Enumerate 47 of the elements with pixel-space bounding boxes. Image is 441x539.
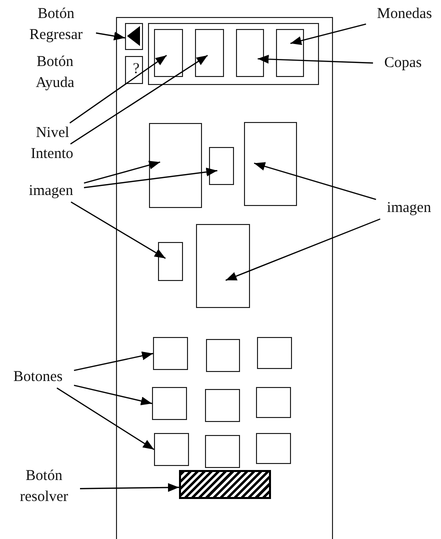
callout-label: Monedas [368, 4, 441, 26]
callout-label: Botones [4, 367, 72, 388]
option-button [256, 432, 290, 464]
leader-arrow [84, 168, 218, 188]
leader-arrow [70, 201, 166, 259]
callout-label: Intento [20, 144, 84, 165]
leader-arrow [56, 388, 154, 450]
callout-label: Nivel [25, 123, 80, 144]
back-button [124, 22, 142, 50]
leader-arrow [254, 162, 376, 200]
solve-button [178, 470, 270, 498]
leader-arrow [74, 384, 152, 406]
option-button [152, 386, 186, 420]
image-placeholder [158, 242, 182, 280]
option-button [256, 336, 292, 368]
leader-arrow [70, 54, 208, 144]
leader-arrow [258, 54, 374, 64]
leader-arrow [290, 24, 366, 45]
leader-arrow [84, 160, 160, 184]
image-placeholder [148, 122, 202, 208]
image-placeholder [208, 146, 234, 184]
image-placeholder [196, 224, 250, 308]
image-placeholder [244, 122, 296, 206]
status-box [236, 29, 264, 77]
leader-arrow [80, 483, 179, 492]
option-button [152, 336, 188, 370]
status-box [195, 29, 224, 77]
status-box [154, 29, 183, 77]
button-label: Botón resolver [10, 466, 78, 512]
leader-arrow [74, 352, 154, 371]
button-label: Botón Ayuda [34, 53, 76, 93]
option-button [204, 434, 240, 468]
callout-label: imagen [20, 181, 82, 202]
phone-screen-frame [116, 17, 333, 539]
help-button: ? [124, 56, 142, 84]
leader-arrow [225, 218, 380, 281]
callout-label: imagen [378, 198, 440, 219]
leader-arrow [96, 32, 126, 40]
option-button [206, 338, 240, 372]
option-button [154, 432, 188, 466]
option-button [204, 388, 240, 422]
status-box [276, 29, 304, 77]
button-label: Botón Regresar [18, 4, 94, 50]
option-button [256, 386, 290, 418]
leader-arrow [69, 54, 167, 124]
header-panel [148, 22, 318, 84]
callout-label: Copas [375, 53, 431, 75]
